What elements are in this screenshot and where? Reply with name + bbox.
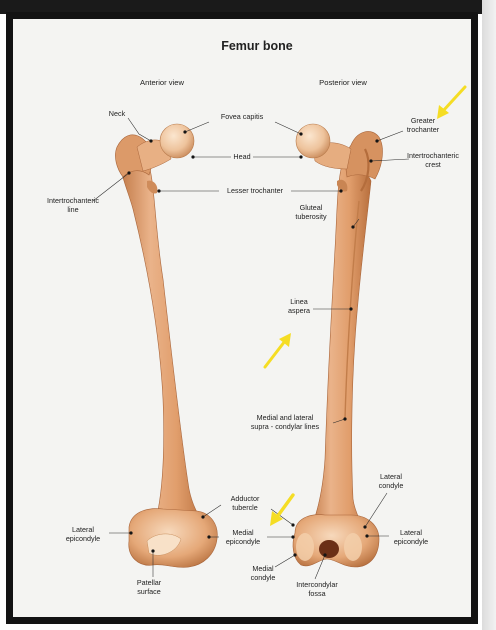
label-intertrochanteric-crest-line1: Intertrochanteric [407, 151, 459, 160]
label-intertrochanteric-crest-line2: crest [425, 160, 441, 169]
label-gluteal-tuberosity-line1: Gluteal [300, 203, 323, 212]
label-intertrochanteric-line-line2: line [67, 205, 78, 214]
label-supracondylar-lines-line1: Medial and lateral [257, 413, 314, 422]
label-medial-epicondyle-line2: epicondyle [226, 537, 260, 546]
anterior-head [160, 124, 194, 158]
label-lateral-epicondyle-right-line1: Lateral [400, 528, 422, 537]
photo-right-edge [482, 0, 496, 630]
label-head: Head [233, 152, 250, 161]
label-linea-aspera-line2: aspera [288, 306, 310, 315]
label-greater-trochanter-line1: Greater [411, 116, 436, 125]
posterior-lateral-condyle-face [344, 533, 362, 561]
label-intercondylar-fossa-line2: fossa [308, 589, 325, 598]
posterior-femur [293, 124, 382, 567]
posterior-intercondylar-fossa [319, 540, 339, 558]
label-lateral-condyle-line2: condyle [379, 481, 404, 490]
label-lateral-epicondyle-left-line2: epicondyle [66, 534, 100, 543]
label-patellar-surface-line1: Patellar [137, 578, 162, 587]
label-patellar-surface-line2: surface [137, 587, 161, 596]
anterior-femur-shaft [120, 149, 207, 531]
anterior-view-caption: Anterior view [140, 78, 184, 87]
label-linea-aspera-line1: Linea [290, 297, 308, 306]
anterior-femur [115, 124, 217, 567]
label-gluteal-tuberosity-line2: tuberosity [295, 212, 327, 221]
label-supracondylar-lines-line2: supra - condylar lines [251, 422, 320, 431]
label-adductor-tubercle-line2: tubercle [232, 503, 258, 512]
diagram-title: Femur bone [221, 39, 293, 53]
arrow-middle-left [265, 333, 291, 367]
posterior-greater-trochanter [346, 131, 383, 179]
diagram-panel: Femur bone Anterior view Posterior view [6, 12, 478, 624]
label-medial-epicondyle-line1: Medial [232, 528, 254, 537]
label-neck: Neck [109, 109, 126, 118]
labels: Neck Fovea capitis Greater trochanter He… [47, 109, 459, 598]
label-medial-condyle-line2: condyle [251, 573, 276, 582]
posterior-medial-condyle-face [296, 533, 314, 561]
arrow-top-right [437, 87, 465, 119]
label-lesser-trochanter: Lesser trochanter [227, 186, 284, 195]
label-lateral-condyle-line1: Lateral [380, 472, 402, 481]
label-intertrochanteric-line-line1: Intertrochanteric [47, 196, 99, 205]
label-lateral-epicondyle-right-line2: epicondyle [394, 537, 428, 546]
label-adductor-tubercle-line1: Adductor [231, 494, 260, 503]
label-lateral-epicondyle-left-line1: Lateral [72, 525, 94, 534]
label-fovea-capitis: Fovea capitis [221, 112, 264, 121]
posterior-view-caption: Posterior view [319, 78, 367, 87]
label-intercondylar-fossa-line1: Intercondylar [296, 580, 338, 589]
posterior-head [296, 124, 330, 158]
posterior-femur-shaft [309, 167, 371, 533]
femur-diagram: Femur bone Anterior view Posterior view [13, 19, 471, 617]
label-greater-trochanter-line2: trochanter [407, 125, 440, 134]
label-medial-condyle-line1: Medial [252, 564, 274, 573]
